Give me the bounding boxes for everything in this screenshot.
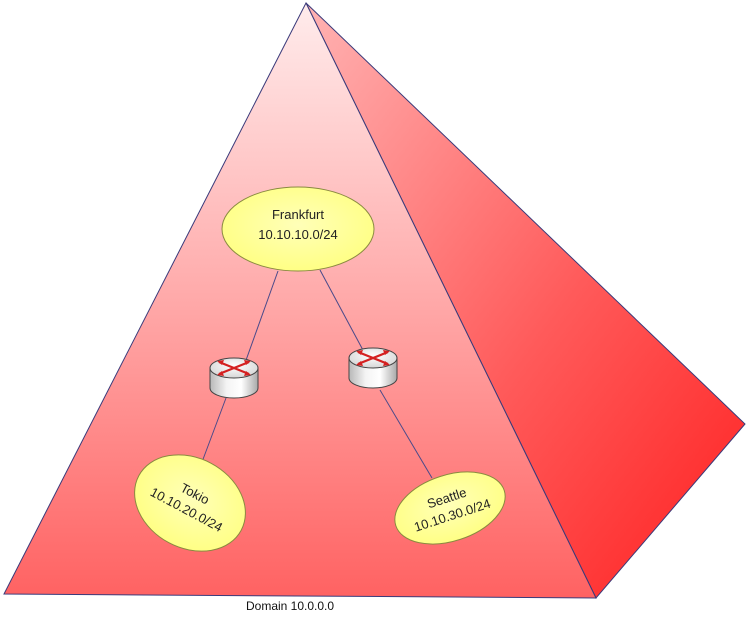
- link-frankfurt-router-right: [319, 269, 365, 353]
- domain-label: Domain 10.0.0.0: [246, 599, 334, 613]
- node-frankfurt[interactable]: Frankfurt 10.10.10.0/24: [221, 186, 375, 272]
- link-frankfurt-router-left: [244, 270, 279, 364]
- connections: [201, 269, 433, 479]
- router-icon[interactable]: [209, 357, 259, 399]
- node-frankfurt-shape: [221, 186, 375, 272]
- node-frankfurt-name: Frankfurt: [272, 207, 324, 222]
- node-seattle[interactable]: Seattle 10.10.30.0/24: [386, 459, 515, 557]
- node-tokio[interactable]: Tokio 10.10.20.0/24: [118, 436, 263, 570]
- link-router-left-tokio: [201, 397, 227, 463]
- pyramid-front-face: [3, 1, 597, 599]
- router-left-arrows: [217, 360, 251, 376]
- router-right-arrows: [356, 350, 390, 366]
- router-icon[interactable]: [348, 347, 398, 389]
- node-seattle-shape: [394, 471, 506, 545]
- node-tokio-shape: [134, 454, 246, 552]
- node-frankfurt-subnet: 10.10.10.0/24: [258, 227, 338, 242]
- link-router-right-seattle: [379, 389, 433, 479]
